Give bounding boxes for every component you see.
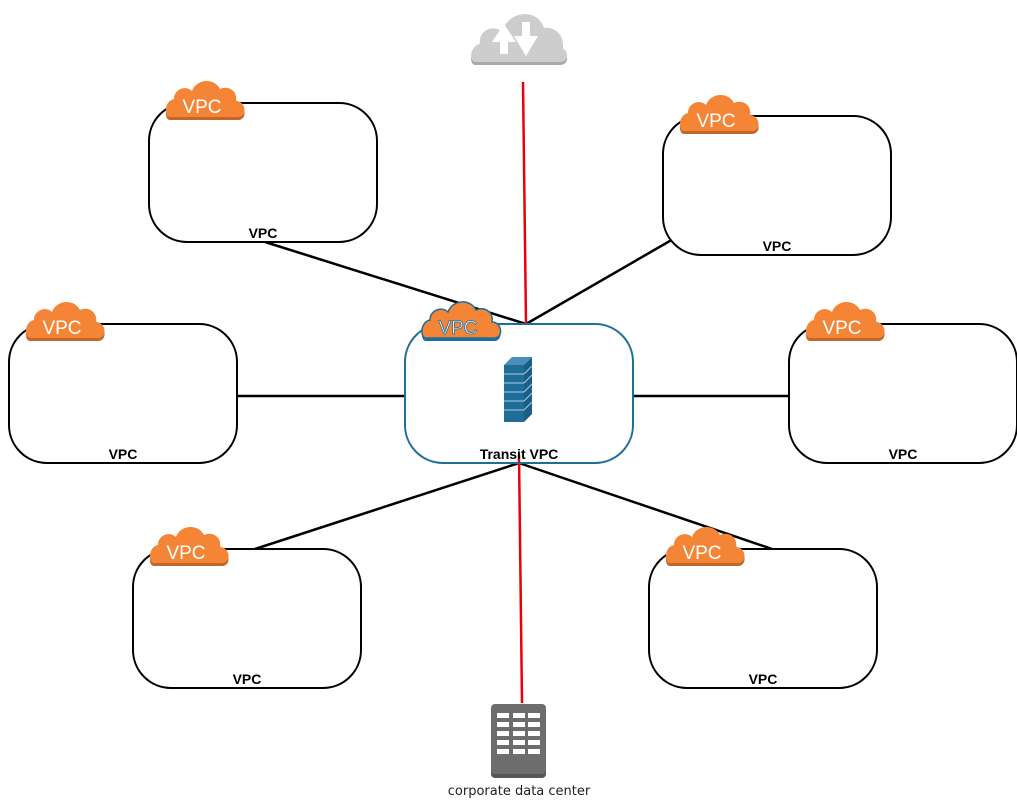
- vpc-cloud-icon: VPC: [805, 301, 885, 341]
- vpc-box[interactable]: VPC VPC: [8, 301, 238, 464]
- vpc-box[interactable]: VPC VPC: [148, 80, 378, 243]
- transit-vpc-label: Transit VPC: [480, 446, 559, 462]
- vpc-box[interactable]: VPC VPC: [788, 301, 1017, 464]
- svg-text:VPC: VPC: [182, 97, 221, 118]
- internet-cloud-icon: [471, 14, 568, 65]
- vpc-cloud-icon: VPC: [665, 526, 745, 566]
- vpc-label: VPC: [233, 671, 262, 687]
- link-bottom-left: [254, 461, 520, 551]
- datacenter-building-icon[interactable]: [491, 704, 546, 778]
- vpc-cloud-icon: VPC: [149, 526, 229, 566]
- vpc-box[interactable]: VPC VPC: [132, 526, 362, 689]
- svg-text:VPC: VPC: [822, 318, 861, 339]
- vpc-label: VPC: [763, 238, 792, 254]
- vpc-label: VPC: [249, 225, 278, 241]
- vpc-box[interactable]: VPC VPC: [662, 94, 892, 256]
- vpc-cloud-icon: VPC: [25, 301, 105, 341]
- datacenter-label: corporate data center: [448, 784, 591, 799]
- vpc-box[interactable]: VPC VPC: [648, 526, 878, 689]
- link-internet: [521, 81, 528, 325]
- vpc-label: VPC: [109, 446, 138, 462]
- link-bottom-right: [518, 461, 773, 551]
- svg-text:VPC: VPC: [166, 543, 205, 564]
- link-top-right: [525, 236, 676, 326]
- svg-text:VPC: VPC: [42, 318, 81, 339]
- svg-text:VPC: VPC: [696, 111, 735, 132]
- firewall-icon: [504, 357, 533, 422]
- vpc-cloud-icon: VPC: [421, 301, 502, 341]
- svg-text:VPC: VPC: [682, 543, 721, 564]
- vpc-cloud-icon: VPC: [679, 94, 759, 134]
- vpc-cloud-icon: VPC: [165, 80, 245, 120]
- transit-vpc-box[interactable]: Transit VPC VPC: [404, 301, 634, 464]
- link-datacenter: [517, 454, 524, 704]
- vpc-label: VPC: [749, 671, 778, 687]
- svg-text:VPC: VPC: [438, 318, 477, 339]
- vpc-label: VPC: [889, 446, 918, 462]
